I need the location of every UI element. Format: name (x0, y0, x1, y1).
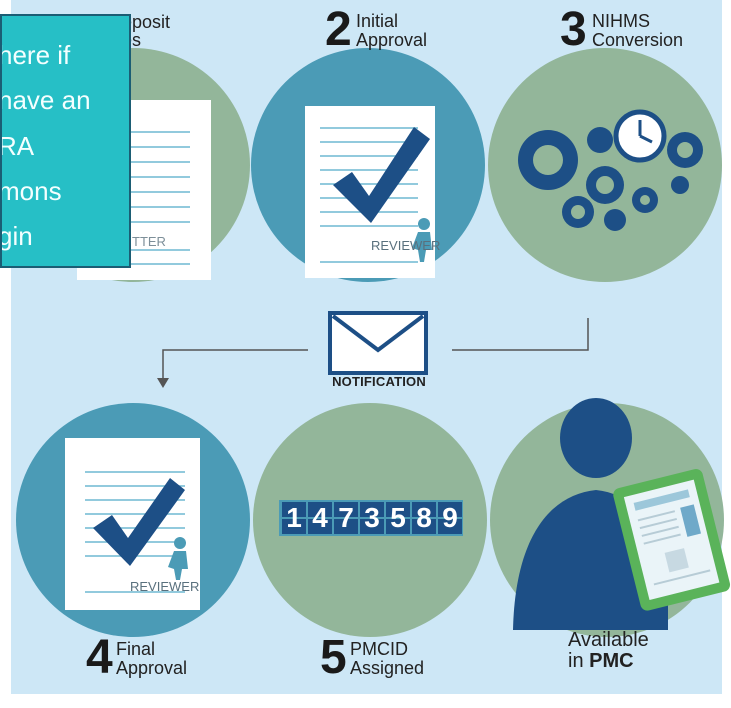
callout-line: mons (0, 176, 62, 206)
notification-label: NOTIFICATION (332, 374, 426, 389)
pmcid-digit: 8 (416, 502, 432, 533)
step3-number: 3 (560, 3, 587, 56)
pmcid-digit: 3 (364, 502, 380, 533)
callout-line: gin (0, 221, 33, 251)
step2-title: Initial (356, 11, 399, 31)
step1-title: eposit (122, 12, 171, 32)
step5-subtitle: Assigned (350, 658, 425, 678)
step5-number: 5 (320, 631, 347, 684)
step3-circle (488, 48, 722, 282)
pmcid-digit: 1 (286, 502, 302, 533)
tablet-icon (613, 469, 731, 611)
pmcid-digit: 7 (338, 502, 354, 533)
step4-subtitle: Approval (116, 658, 188, 678)
pmcid-digit: 5 (390, 502, 406, 533)
callout-line: have an (0, 85, 91, 115)
step4-number: 4 (86, 631, 113, 684)
checkmark-icon (333, 127, 430, 223)
clock-icon (613, 109, 667, 163)
step4-title: Final (116, 639, 156, 659)
login-callout[interactable]: here if have an RA mons gin (0, 14, 131, 268)
step6-label: Available in PMC (568, 630, 649, 672)
reviewer-figure-icon (412, 218, 432, 262)
pmcid-digit: 4 (312, 502, 328, 533)
step6-subtitle: in PMC (568, 651, 649, 672)
step6-subtitle-prefix: in (568, 650, 590, 672)
step2-circle (251, 48, 485, 282)
step6-title: Available (568, 629, 649, 651)
connector-lines (162, 318, 589, 380)
envelope-icon (328, 311, 428, 375)
callout-line: RA (0, 131, 35, 161)
step4-circle (16, 403, 250, 637)
step2-subtitle: Approval (356, 30, 428, 50)
step1-doc-label: TTER (132, 234, 166, 249)
step2-doc-label: REVIEWER (371, 238, 441, 253)
step4-doc-label: REVIEWER (130, 579, 200, 594)
step6-subtitle-bold: PMC (589, 650, 634, 672)
pmcid-digit: 9 (442, 502, 458, 533)
step3-title: NIHMS (592, 11, 650, 31)
step5-title: PMCID (350, 639, 408, 659)
step3-subtitle: Conversion (592, 30, 684, 50)
connector-arrowhead (157, 378, 169, 388)
step5-circle (253, 403, 487, 637)
step6-circle (490, 398, 731, 637)
checkmark-icon (93, 478, 185, 566)
callout-line: here if (0, 40, 71, 70)
reviewer-figure-icon (168, 537, 188, 580)
person-silhouette-icon (560, 398, 632, 478)
step2-number: 2 (325, 3, 352, 56)
pmcid-counter: 1 4 7 3 5 8 9 (282, 502, 464, 534)
